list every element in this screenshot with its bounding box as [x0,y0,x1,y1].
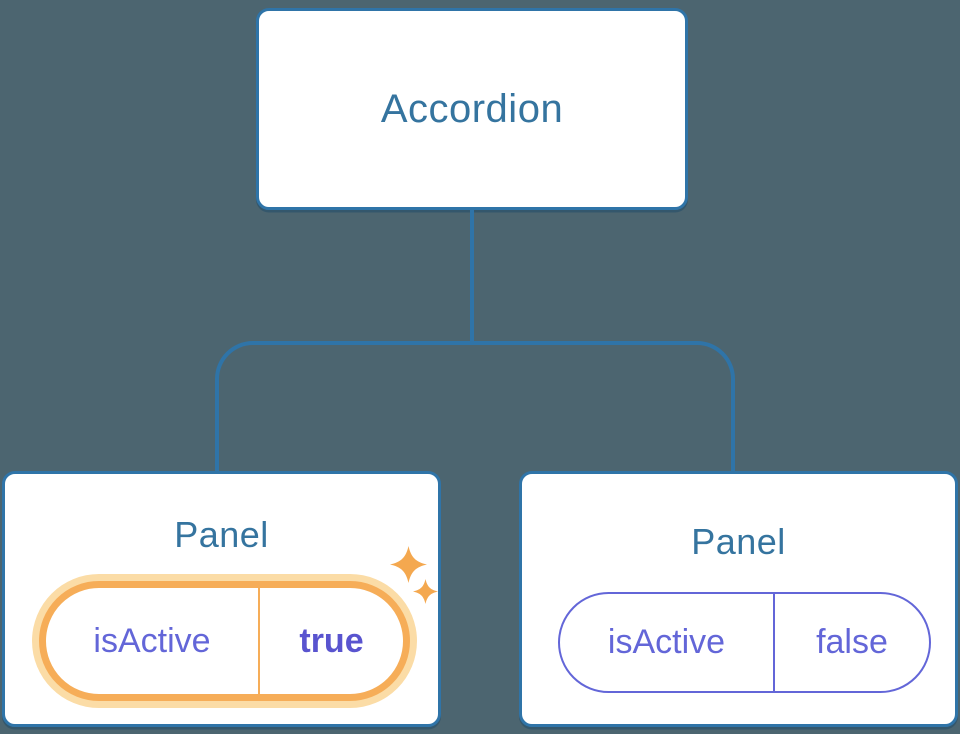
accordion-node: Accordion [256,8,688,210]
prop-name-cell: isActive [46,588,260,694]
sparkle-icon-small [413,579,438,604]
connector-stem [470,210,474,343]
accordion-node-label: Accordion [380,86,564,131]
sparkle-icon-large [390,546,427,583]
panel-node-active: Panel isActive true [2,471,441,727]
panel-node-label: Panel [174,514,269,555]
prop-pill-inactive: isActive false [558,592,931,693]
panel-node-inactive: Panel isActive false [519,471,958,727]
prop-value-cell: false [816,623,888,661]
prop-value-cell: true [299,621,364,660]
connector-bracket [215,341,735,471]
prop-pill-active: isActive true [39,581,410,701]
panel-node-label: Panel [691,521,786,562]
prop-name-cell: isActive [560,594,775,691]
